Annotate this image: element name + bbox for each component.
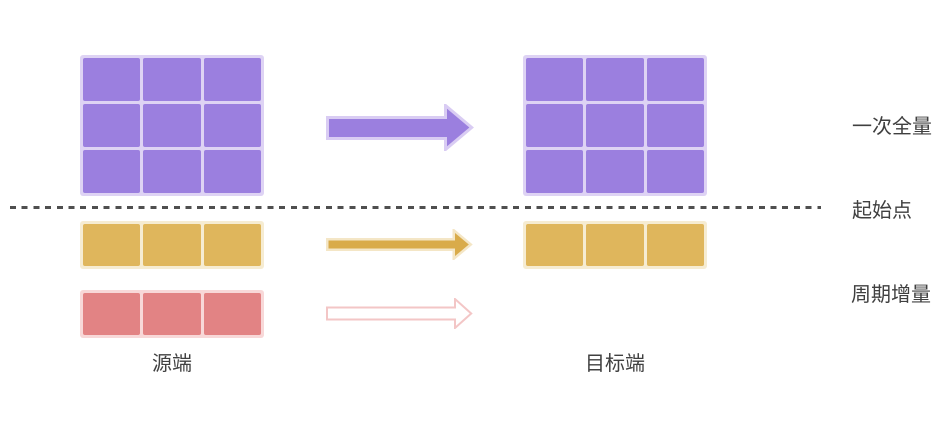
table-cell xyxy=(203,293,261,335)
table-cell xyxy=(83,293,141,335)
table-cell xyxy=(586,104,644,147)
table-cell xyxy=(83,58,141,101)
table-cell xyxy=(586,58,644,101)
table-cell xyxy=(203,58,261,101)
full-sync-label: 一次全量 xyxy=(852,115,932,138)
start-point-label: 起始点 xyxy=(852,200,912,222)
table-cell xyxy=(586,150,644,193)
table-cell xyxy=(526,104,584,147)
table-cell xyxy=(143,104,201,147)
table-cell xyxy=(143,224,201,266)
table-cell xyxy=(83,150,141,193)
incremental-label: 周期增量 xyxy=(851,284,931,306)
table-cell xyxy=(143,293,201,335)
table-cell xyxy=(586,224,644,266)
target-incremental-row xyxy=(523,221,707,269)
table-cell xyxy=(83,224,141,266)
table-cell xyxy=(646,150,704,193)
table-cell xyxy=(143,58,201,101)
table-cell xyxy=(526,224,584,266)
target-label: 目标端 xyxy=(585,353,645,375)
start-point-dashed-line xyxy=(10,206,821,210)
full-sync-arrow-shape xyxy=(326,104,474,151)
target-full-table xyxy=(523,55,707,196)
table-cell xyxy=(203,104,261,147)
table-cell xyxy=(646,224,704,266)
table-cell xyxy=(143,150,201,193)
source-incremental-row xyxy=(80,221,264,269)
source-label: 源端 xyxy=(152,353,192,375)
table-cell xyxy=(203,224,261,266)
pending-sync-arrow-shape xyxy=(326,298,473,329)
source-full-table xyxy=(80,55,264,196)
incremental-sync-arrow xyxy=(326,229,473,260)
table-cell xyxy=(526,58,584,101)
pending-sync-arrow xyxy=(326,298,473,329)
table-cell xyxy=(83,104,141,147)
table-cell xyxy=(646,104,704,147)
table-cell xyxy=(203,150,261,193)
table-cell xyxy=(526,150,584,193)
table-cell xyxy=(646,58,704,101)
incremental-sync-arrow-shape xyxy=(326,229,473,260)
full-sync-arrow xyxy=(326,104,474,151)
source-pending-row xyxy=(80,290,264,338)
